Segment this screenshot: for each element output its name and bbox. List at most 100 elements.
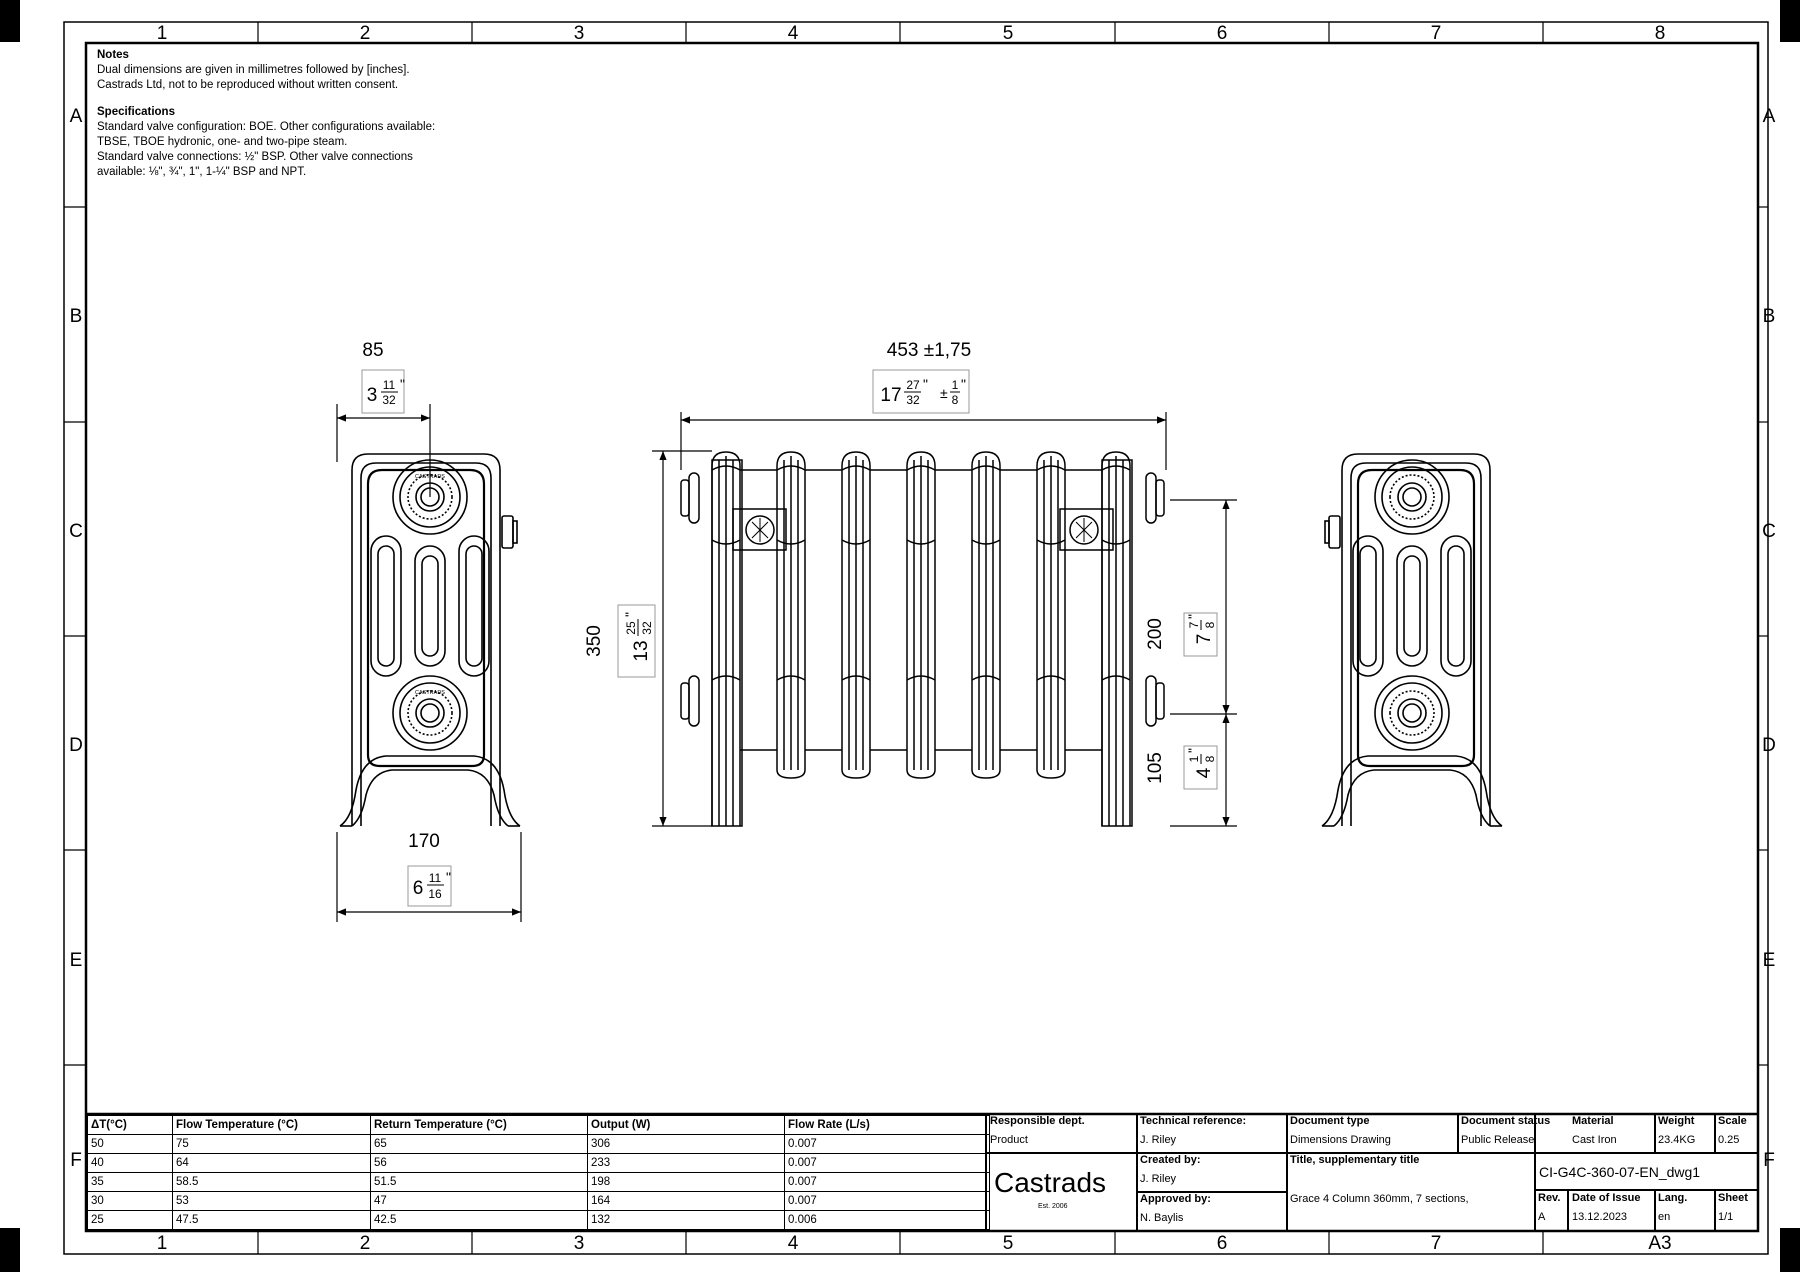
date-label: Date of Issue [1572,1192,1641,1204]
table-row: 35 58.5 51.5 198 0.007 [87,1172,990,1192]
section-waist-curve [711,539,741,545]
col-label-top: 1 [157,23,168,44]
scale: 0.25 [1718,1134,1740,1146]
table-cell: 50 [87,1134,173,1154]
section-waist-curve [1101,539,1131,545]
lower-mm: 105 [1145,752,1166,784]
row-label-right: D [1762,735,1776,756]
depth-in-num: 11 [383,378,396,392]
length-tol-num: 1 [952,378,959,392]
section-top-curve [1101,465,1131,471]
section-waist-curve [841,539,871,545]
col-label-bottom: 5 [1003,1233,1014,1254]
table-cell: 0.007 [784,1191,990,1211]
svg-text:7: 7 [1194,634,1215,645]
svg-text:": " [1185,614,1201,619]
table-row: 25 47.5 42.5 132 0.006 [87,1210,990,1230]
section-waist-curve [711,675,741,681]
notes-line: Dual dimensions are given in millimetres… [97,64,410,76]
length-tol-sign: ± [940,385,948,401]
rev-label: Rev. [1538,1192,1561,1204]
svg-text:7: 7 [1187,621,1201,628]
responsible-dept-label: Responsible dept. [990,1115,1085,1127]
table-header-row: ΔT(°C) Flow Temperature (°C) Return Temp… [87,1114,990,1135]
table-cell: 56 [370,1153,588,1173]
table-cell: 51.5 [370,1172,588,1192]
section-waist-curve [971,539,1001,545]
end-leg-left [711,459,743,827]
lang: en [1658,1211,1671,1223]
centres-inches: 7 7 8 " [1185,614,1217,644]
table-cell: 0.007 [784,1153,990,1173]
section-waist-curve [971,675,1001,681]
col-label-top: 3 [574,23,585,44]
notes-title: Notes [97,49,129,61]
col-label-bottom: 4 [788,1233,799,1254]
notes-block: Notes Dual dimensions are given in milli… [97,48,517,180]
created-by: J. Riley [1140,1173,1177,1185]
lang-label: Lang. [1658,1192,1688,1204]
side-view-right [1321,453,1503,827]
table-cell: 75 [172,1134,371,1154]
radiator-section [776,451,806,779]
svg-text:1: 1 [1187,755,1201,762]
row-label-right: B [1763,306,1776,327]
svg-text:8: 8 [1203,621,1217,628]
company-est: Est. 2006 [1038,1203,1068,1210]
col-label-top: 7 [1431,23,1442,44]
length-in-num: 27 [906,378,920,392]
tech-ref: J. Riley [1140,1134,1177,1146]
svg-text:": " [622,612,638,617]
height-in-den: 32 [640,621,654,635]
table-cell: 47.5 [172,1210,371,1230]
table-cell: 0.007 [784,1172,990,1192]
table-cell: 30 [87,1191,173,1211]
doc-type: Dimensions Drawing [1290,1134,1391,1146]
section-waist-curve [1036,539,1066,545]
notes-line: Castrads Ltd, not to be reproduced witho… [97,79,399,91]
row-label-left: F [70,1150,82,1171]
depth-in-den: 32 [382,393,396,407]
foot-in-whole: 6 [413,878,424,899]
approved-by-label: Approved by: [1140,1193,1211,1205]
section-waist-curve [906,539,936,545]
weight: 23.4KG [1658,1134,1696,1146]
section-waist-curve [1101,675,1131,681]
col-header: Return Temperature (°C) [370,1114,588,1135]
table-cell: 40 [87,1153,173,1173]
table-row: 50 75 65 306 0.007 [87,1134,990,1154]
col-label-bottom: 3 [574,1233,585,1254]
weight-label: Weight [1658,1115,1695,1127]
col-label-bottom: 7 [1431,1233,1442,1254]
material-label: Material [1572,1115,1614,1127]
row-label-left: B [70,306,83,327]
sheet-size-label: A3 [1648,1233,1671,1254]
sheet-number: 1/1 [1718,1211,1734,1223]
centres-mm: 200 [1145,618,1166,650]
drawing-number: CI-G4C-360-07-EN_dwg1 [1539,1164,1701,1180]
col-label-top: 6 [1217,23,1228,44]
end-leg-right [1101,459,1133,827]
svg-text:8: 8 [1203,755,1217,762]
depth-dimension [336,369,431,497]
col-label-bottom: 6 [1217,1233,1228,1254]
lower-inches: 4 1 8 " [1185,748,1217,778]
row-label-right: F [1763,1150,1775,1171]
radiator-section [841,451,871,779]
table-cell: 0.006 [784,1210,990,1230]
table-cell: 0.007 [784,1134,990,1154]
centres-dimension [1170,499,1237,827]
length-dimension [680,369,1167,470]
approved-by: N. Baylis [1140,1212,1184,1224]
row-label-right: C [1762,521,1776,542]
height-dimension [617,450,712,827]
created-by-label: Created by: [1140,1154,1201,1166]
boss-label-lower: CASTRADS [415,690,445,696]
doc-status: Public Release [1461,1134,1535,1146]
col-label-bottom: 1 [157,1233,168,1254]
scale-label: Scale [1718,1115,1747,1127]
inner-border [84,41,1760,1233]
col-label-bottom: 2 [360,1233,371,1254]
